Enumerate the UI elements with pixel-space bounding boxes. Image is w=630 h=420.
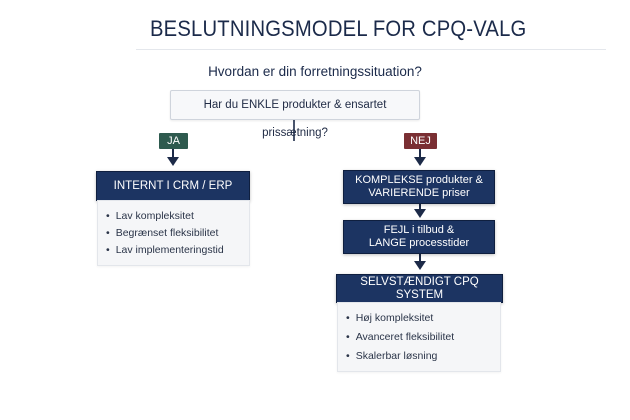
yes-label: JA [159,133,188,149]
errors-box: FEJL i tilbud & LANGE processtider [343,220,495,254]
decision-box: Har du ENKLE produkter & ensartet prissæ… [170,90,420,139]
errors-line-2: LANGE processtider [368,237,470,249]
cpq-features-list: Høj kompleksitet Avanceret fleksibilitet… [337,302,501,372]
right-arrow-head-1 [414,157,426,166]
list-item: Lav implementeringstid [106,244,224,256]
list-item: Avanceret fleksibilitet [346,331,454,343]
list-item: Begrænset fleksibilitet [106,227,219,239]
internal-crm-erp-label: INTERNT I CRM / ERP [113,179,233,192]
right-arrow-head-2 [414,209,426,218]
left-arrow-head [167,157,179,166]
complex-products-line-1: KOMPLEKSE produkter & [355,174,483,186]
title-divider [136,49,606,50]
no-label: NEJ [404,133,437,149]
standalone-cpq-label: SELVSTÆNDIGT CPQ SYSTEM [360,275,479,301]
complex-products-box: KOMPLEKSE produkter & VARIERENDE priser [343,170,495,204]
internal-crm-erp-box: INTERNT I CRM / ERP [96,171,250,201]
list-item: Lav kompleksitet [106,210,194,222]
list-item: Høj kompleksitet [346,312,434,324]
question-text: Hvordan er din forretningssituation? [208,64,422,79]
errors-line-1: FEJL i tilbud & [383,224,455,236]
complex-products-line-2: VARIERENDE priser [368,187,470,199]
list-item: Skalerbar løsning [346,350,438,362]
right-arrow-head-3 [414,261,426,270]
internal-features-list: Lav kompleksitet Begrænset fleksibilitet… [97,200,250,266]
standalone-cpq-box: SELVSTÆNDIGT CPQ SYSTEM [336,274,503,303]
diagram-title: BESLUTNINGSMODEL FOR CPQ-VALG [150,16,527,41]
